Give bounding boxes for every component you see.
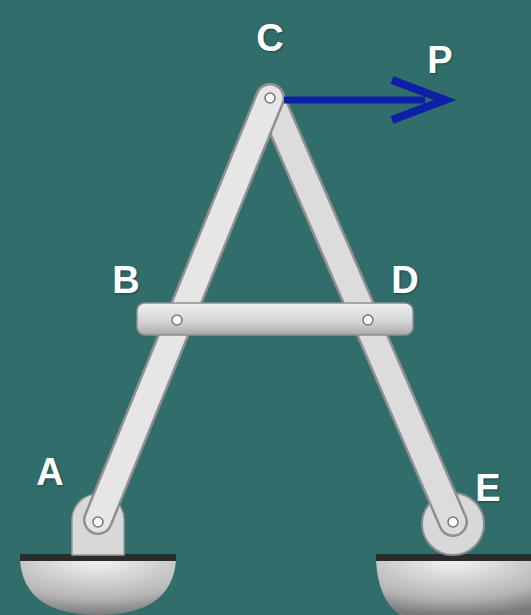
point-label: E — [475, 469, 500, 507]
point-label: D — [391, 261, 418, 299]
ground-support — [20, 554, 176, 615]
point-label: P — [427, 41, 452, 79]
ground-support — [376, 554, 531, 615]
member-bd — [137, 303, 413, 335]
pin — [93, 93, 458, 527]
point-label: B — [112, 261, 139, 299]
point-label: A — [36, 453, 63, 491]
force-arrow — [284, 80, 445, 120]
point-label: C — [256, 19, 283, 57]
